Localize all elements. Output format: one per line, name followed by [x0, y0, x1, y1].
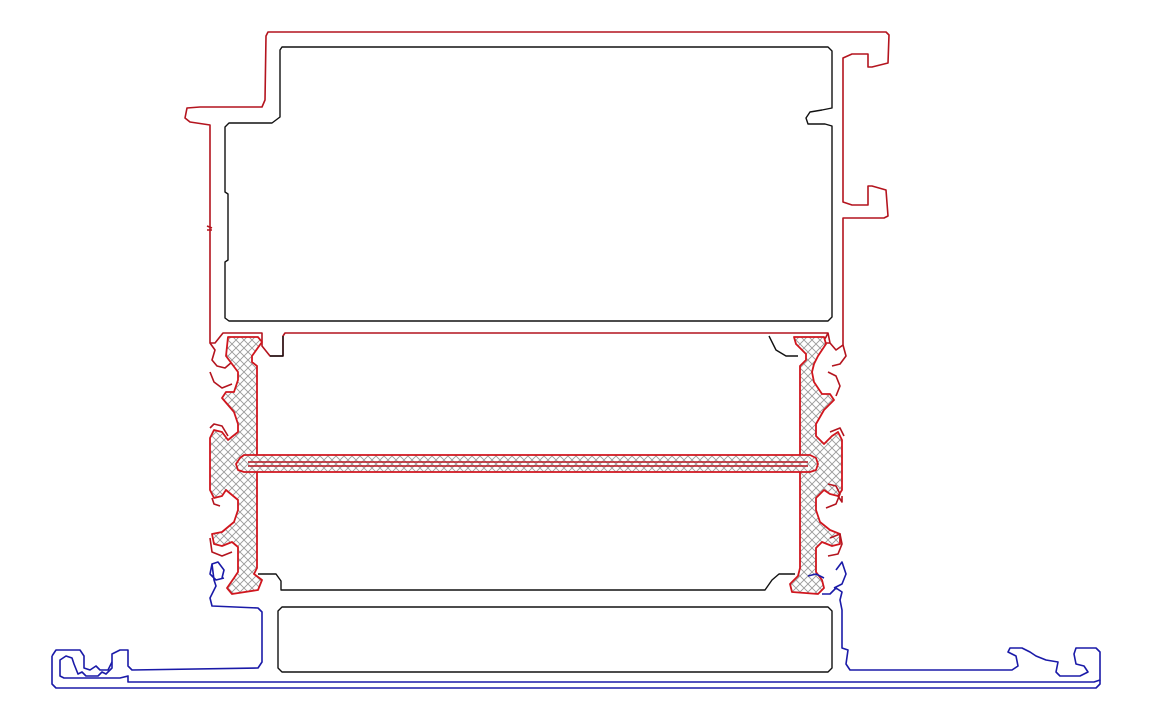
lower-base-profile [51, 561, 1101, 689]
upper-left-hook [209, 342, 233, 389]
middle-cavity [258, 335, 798, 591]
lower-left-clip [211, 561, 225, 579]
connector-inner-line [248, 461, 808, 467]
lower-base-outline [59, 563, 1101, 683]
horizontal-connector-bar [235, 454, 819, 473]
upper-left-notches [206, 225, 213, 231]
upper-chamber [224, 46, 833, 322]
lower-right-clip [807, 561, 847, 589]
thermal-break-strips [209, 336, 843, 595]
mid-left-wall [209, 423, 233, 557]
mid-right-wall [825, 371, 845, 557]
mid-frame-walls [209, 371, 845, 557]
lower-left-tee [51, 649, 1101, 689]
upper-frame-profile [184, 31, 890, 389]
inner-chambers [224, 46, 833, 673]
lower-chamber [277, 606, 833, 673]
upper-frame-outline [184, 31, 890, 357]
